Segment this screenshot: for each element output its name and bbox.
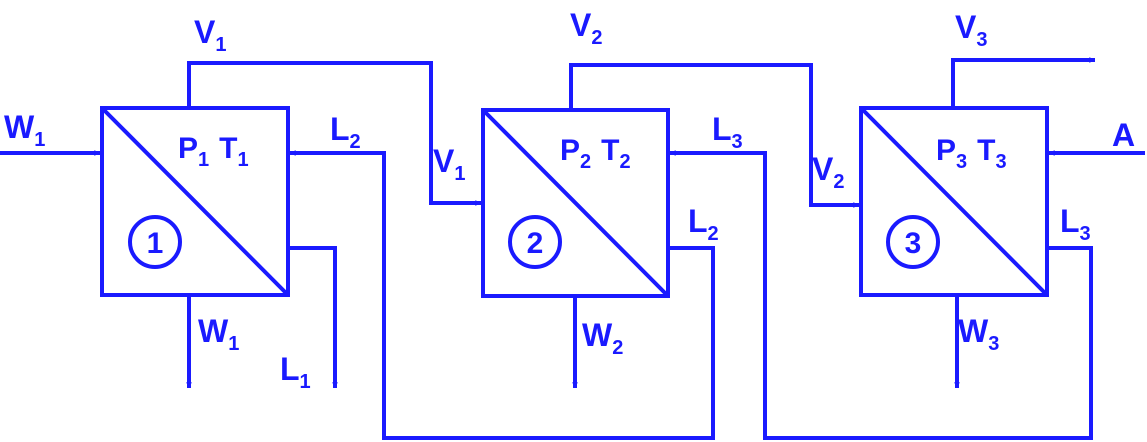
label-w3-out: W3 [958,313,999,355]
flow-labels: W1 V1 L2 V1 W1 L1 V2 L3 V2 L2 W2 V3 A L3… [4,7,1135,393]
l3-recycle-line [670,150,1093,440]
v3-out-arrow [951,57,1095,108]
stage-3-number: 3 [905,227,922,260]
label-v3-top: V3 [955,9,987,51]
label-l2-out: L2 [688,203,719,245]
label-w1-in: W1 [4,109,45,151]
stage-1-number: 1 [147,227,164,260]
v1-vapor-line [187,61,481,206]
label-l2-in1: L2 [330,111,361,153]
v2-vapor-line [569,63,859,208]
flow-lines [0,57,1145,440]
stage-2-number: 2 [527,227,544,260]
label-w2-out: W2 [582,317,623,359]
label-v2-top: V2 [570,7,602,49]
label-v1-in2: V1 [433,143,465,185]
label-l1-out: L1 [280,351,311,393]
l2-recycle-line [290,150,715,440]
label-w1-out: W1 [198,313,239,355]
label-v1-top: V1 [194,14,226,56]
label-l3-out: L3 [1060,203,1091,245]
label-v2-in3: V2 [812,151,844,193]
label-a-in: A [1112,117,1135,153]
l1-out-arrow [288,246,338,388]
label-l3-in2: L3 [712,111,743,153]
